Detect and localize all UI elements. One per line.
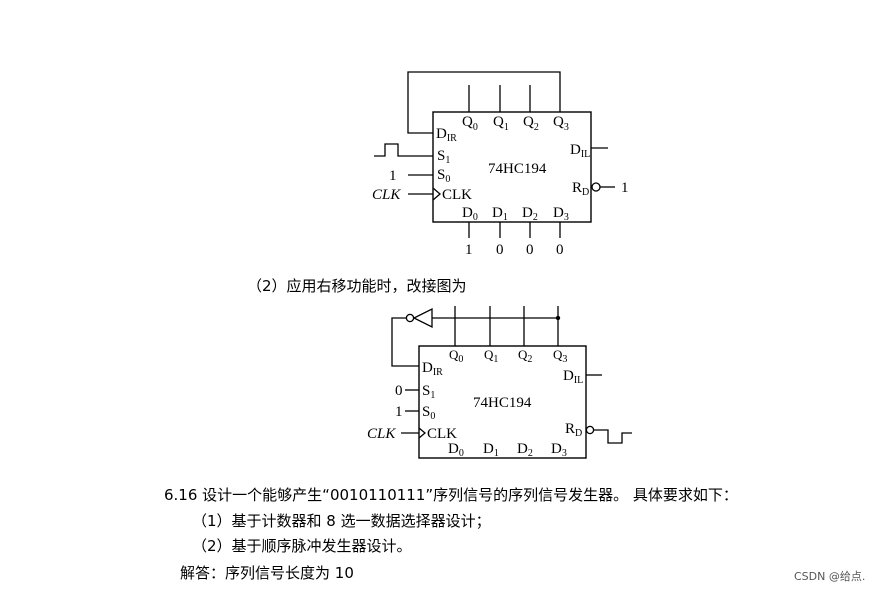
s0-label: S0 (437, 167, 450, 185)
dil-label: DIL (570, 142, 590, 160)
chip-body (418, 345, 587, 459)
d0-label: D0 (462, 205, 478, 223)
d2-label: D2 (522, 205, 538, 223)
clk-triangle (432, 187, 441, 201)
caption-right-shift: （2）应用右移功能时，改接图为 (247, 277, 467, 295)
s0-value: 1 (389, 168, 397, 184)
q3-label: Q3 (553, 347, 567, 365)
rd-bubble (591, 182, 601, 192)
s1-label: S1 (422, 383, 435, 401)
q3-label: Q3 (553, 114, 569, 133)
s0-label: S0 (422, 404, 435, 422)
clk-triangle (418, 427, 427, 439)
d3-label: D3 (553, 205, 569, 223)
d0-value: 1 (465, 242, 473, 258)
q1-label: Q1 (484, 347, 498, 365)
diagram-2: 74HC194 Q0 Q1 Q2 Q3 DIR 0 S1 1 S0 CLK CL… (367, 306, 632, 459)
s1-label: S1 (437, 148, 450, 166)
d0-label: D0 (448, 441, 464, 459)
inverter-bubble (405, 313, 415, 323)
inverter-gate (412, 307, 433, 329)
s1-value: 0 (395, 383, 403, 399)
problem-statement: 6.16 设计一个能够产生“0010110111”序列信号的序列信号发生器。 具… (164, 486, 738, 504)
clk-pin-label: CLK (442, 187, 472, 203)
dil-label: DIL (563, 368, 583, 386)
dir-label: DIR (422, 360, 443, 378)
chip-body (432, 111, 592, 223)
d3-value: 0 (556, 242, 564, 258)
rd-label: RD (565, 421, 582, 439)
diagram-1: 74HC194 Q0 Q1 Q2 Q3 DIR S1 1 S0 CLK CLK … (372, 71, 629, 258)
s1-pulse-wave (374, 143, 433, 157)
d1-value: 0 (496, 242, 504, 258)
rd-pulse-wave (594, 429, 632, 444)
q0-label: Q0 (449, 347, 463, 365)
q2-label: Q2 (523, 114, 539, 133)
s0-value: 1 (395, 404, 403, 420)
d1-label: D1 (483, 441, 499, 459)
dir-label: DIR (436, 126, 457, 144)
clk-pin-label: CLK (427, 426, 457, 442)
rd-value: 1 (621, 180, 629, 196)
d2-value: 0 (526, 242, 534, 258)
feedback-wire (407, 71, 561, 134)
rd-bubble (585, 425, 595, 435)
d2-label: D2 (517, 441, 533, 459)
clk-signal: CLK (372, 187, 401, 203)
rd-label: RD (572, 180, 589, 198)
watermark: CSDN @给点. (794, 570, 866, 583)
d1-label: D1 (492, 205, 508, 223)
d3-label: D3 (551, 441, 567, 459)
q2-label: Q2 (518, 347, 532, 365)
q1-label: Q1 (493, 114, 509, 133)
chip-label: 74HC194 (488, 161, 547, 177)
feedback-wire (391, 317, 419, 367)
answer-text: 解答：序列信号长度为 10 (180, 564, 354, 582)
requirement-2: （2）基于顺序脉冲发生器设计。 (192, 537, 412, 555)
q0-label: Q0 (462, 114, 478, 133)
requirement-1: （1）基于计数器和 8 选一数据选择器设计； (192, 512, 491, 530)
chip-label: 74HC194 (473, 395, 532, 411)
clk-signal: CLK (367, 426, 396, 442)
